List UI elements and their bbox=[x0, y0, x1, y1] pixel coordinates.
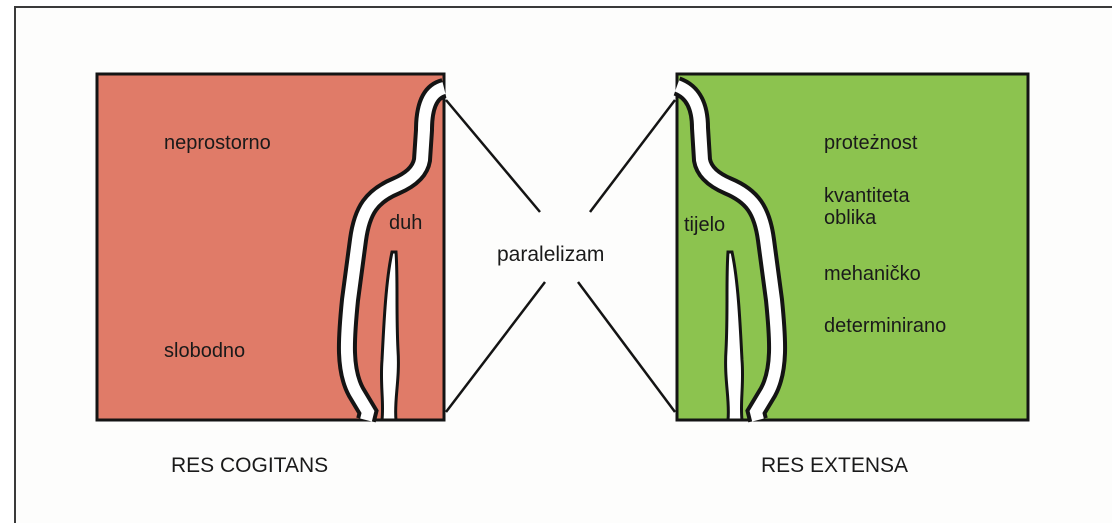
label-slobodno: slobodno bbox=[164, 340, 245, 362]
label-duh: duh bbox=[389, 212, 422, 234]
label-neprostorno: neprostorno bbox=[164, 132, 271, 154]
caption-res-extensa: RES EXTENSA bbox=[761, 454, 908, 478]
label-determinirano: determinirano bbox=[824, 315, 946, 337]
caption-res-cogitans: RES COGITANS bbox=[171, 454, 328, 478]
label-tijelo: tijelo bbox=[684, 214, 725, 236]
connector-line-top-right bbox=[590, 100, 675, 212]
label-protežnost: proteżnost bbox=[824, 132, 917, 154]
connector-line-bottom-left bbox=[446, 282, 545, 412]
label-mehanicko: mehaničko bbox=[824, 263, 921, 285]
label-paralelizam: paralelizam bbox=[497, 244, 604, 266]
connector-line-top-left bbox=[446, 100, 540, 212]
connector-line-bottom-right bbox=[578, 282, 675, 412]
label-oblika: oblika bbox=[824, 207, 876, 229]
label-kvantiteta: kvantiteta bbox=[824, 185, 910, 207]
